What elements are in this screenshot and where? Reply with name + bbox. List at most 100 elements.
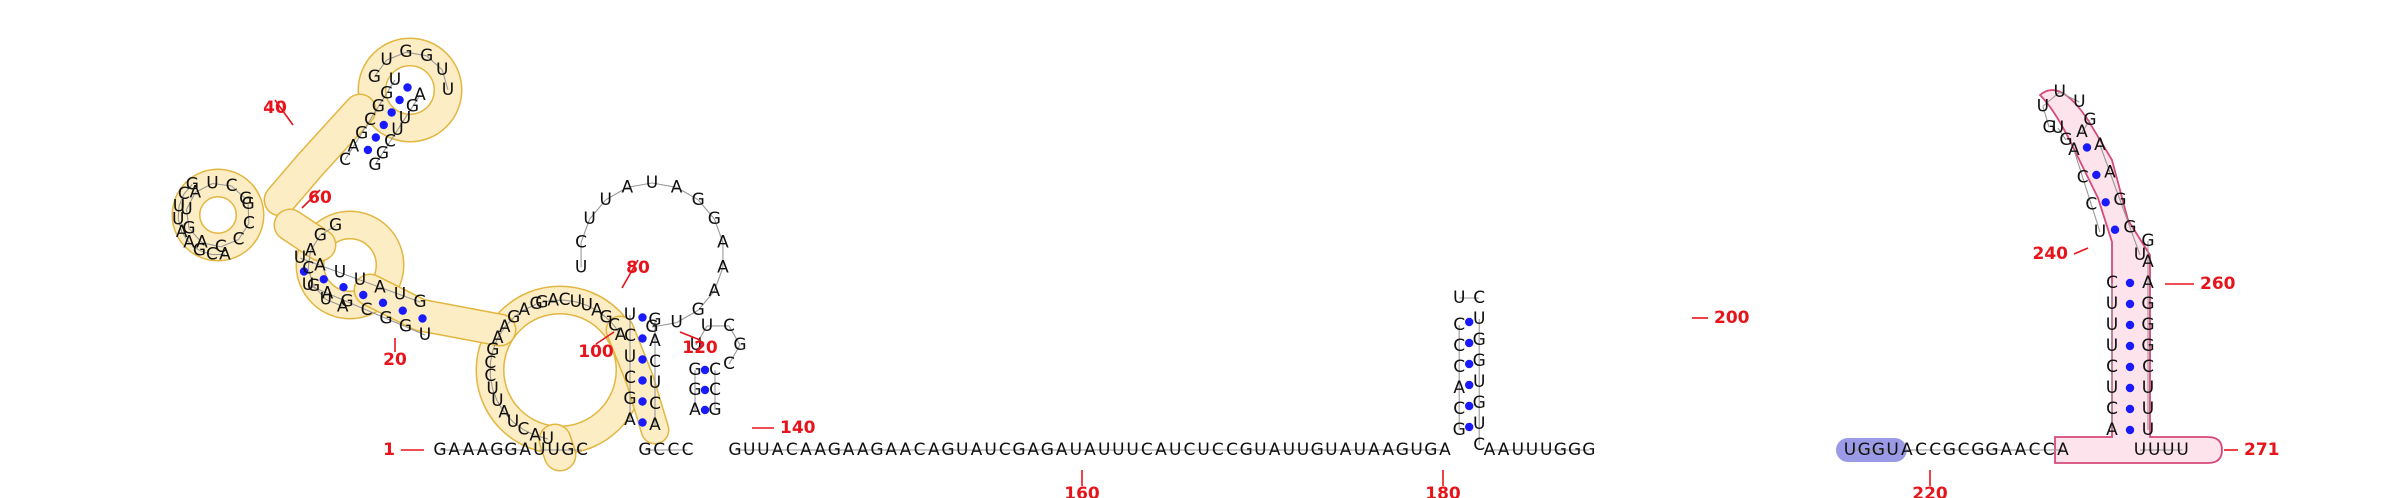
base-pair-dot [700,385,710,395]
linker-nucleotide: C [914,440,926,460]
linker-nucleotide: A [857,440,869,460]
top-loop-nucleotide: G [368,67,381,87]
central-loop-nucleotide-backbone [523,429,536,436]
five-prime-nucleotide: A [448,440,460,460]
spacer-nucleotide: A [2057,440,2069,460]
linker-nucleotide: C [1183,440,1195,460]
base-pair-dot [638,355,647,364]
outer-nucleotide: U [173,196,185,216]
linker-nucleotide: A [971,440,983,460]
outer-nucleotide-backbone [177,206,180,220]
base-pair-dot [1465,422,1474,432]
hairpin-200-nucleotide: A [1453,378,1465,398]
upper-stem-nucleotide: G [372,97,385,117]
central-loop-nucleotide-backbone [524,303,537,311]
base-pair-dot [2125,320,2135,330]
central-loop-nucleotide: A [492,328,504,348]
base-pair-dot [638,418,647,427]
middle-stem-nucleotide-backbone [385,317,406,328]
right-stem-nucleotide: C [624,326,636,346]
left-loop-nucleotide: C [226,176,238,196]
linker-nucleotide: G [1012,440,1025,460]
middle-loop-nucleotide: G [329,216,342,236]
upper-stem-nucleotide-backbone [369,106,379,121]
right-stem-nucleotide: G [623,389,636,409]
big-loop-nucleotide-backbone [676,309,699,324]
base-pair-dot [1465,317,1474,327]
central-loop-nucleotide: A [529,425,541,445]
upper-stem-nucleotide: G [406,97,419,117]
upper-stem-nucleotide: U [399,108,411,128]
base-pair-dot [2101,198,2110,207]
base-pair-dot [638,376,647,385]
hairpin-260-loop-nucleotide: U [2037,96,2049,116]
central-loop-nucleotide: A [547,290,559,310]
position-tick [679,331,701,341]
base-pair-dot [2125,404,2135,414]
linker-nucleotide: G [728,440,741,460]
shade-base [540,425,575,470]
central-loop-nucleotide: C [484,366,496,386]
linker-nucleotide: A [1439,440,1451,460]
central-loop-nucleotide: A [518,300,530,320]
outer-nucleotide: G [186,174,199,194]
central-loop-nucleotide: G [529,294,542,314]
base-pair-dot [638,397,647,406]
spacer-nucleotide: A [1901,440,1913,460]
top-loop-nucleotide-backbone [441,69,449,91]
upper-stem-nucleotide: C [384,132,396,152]
hairpin-260-upper-nucleotide: C [2085,195,2097,215]
left-loop-nucleotide-backbone [238,222,250,240]
hairpin-260-upper-nucleotide: A [2094,135,2106,155]
linker-nucleotide: A [772,440,784,460]
base-pair-dot [387,108,396,117]
linker-nucleotide: G [1424,440,1437,460]
middle-stem-nucleotide: U [394,285,406,305]
linker-nucleotide: G [828,440,841,460]
linker-nucleotide: C [1226,440,1238,460]
central-loop-nucleotide: U [542,429,554,449]
hairpin-260-loop-nucleotide-backbone [2042,106,2050,128]
shade-left-loop [173,170,263,260]
top-loop-nucleotide-backbone [405,51,427,57]
base-pair-dot [2125,341,2135,351]
big-loop-nucleotide-backbone [580,218,591,243]
outer-nucleotide-backbone [177,219,183,233]
hairpin-200-nucleotide: U [1473,372,1485,392]
hairpin-260-nucleotide: C [2106,357,2118,377]
big-loop-nucleotide: G [692,190,705,210]
upper-stem-nucleotide-backbone [382,141,391,154]
linker-nucleotide: A [1269,440,1281,460]
linker-nucleotide: U [1254,440,1266,460]
linker-nucleotide: A [900,440,912,460]
middle-loop-nucleotide-backbone [320,225,336,236]
hairpin-200-nucleotide: U [1473,309,1485,329]
left-loop-nucleotide-backbone [247,204,250,224]
hairpin-260-upper-nucleotide-backbone [2119,199,2131,228]
central-loop-nucleotide: U [491,391,503,411]
position-tick [621,259,639,289]
big-loop-nucleotide: G [692,300,705,320]
hairpin-260-nucleotide: G [2141,336,2154,356]
upper-stem-nucleotide: G [376,143,389,163]
spacer-nucleotide: C [2043,440,2055,460]
base-pair-dot [1465,338,1474,348]
hairpin-260-nucleotide: U [2106,315,2118,335]
position-number-label: 40 [263,98,287,118]
hairpin-260-loop-nucleotide: G [2043,117,2056,137]
upper-stem-nucleotide: C [339,150,351,170]
middle-stem-nucleotide-backbone [399,294,421,303]
middle-loop-nucleotide-backbone [325,298,343,307]
upper-stem-nucleotide-backbone [361,119,371,134]
spacer-nucleotide: G [1985,440,1998,460]
hairpin-260-top-nucleotide-backbone [2081,119,2091,133]
middle-stem-nucleotide: U [354,270,366,290]
five-prime-nucleotide: A [463,440,475,460]
left-loop-nucleotide: U [180,199,192,219]
spacer-nucleotide: G [1943,440,1956,460]
middle-stem-nucleotide: G [399,317,412,337]
hairpin-260-top-nucleotide: A [2076,122,2088,142]
hairpin-260-nucleotide: U [2106,378,2118,398]
spacer-nucleotide: C [1929,440,1941,460]
hairpin-260-loop-nucleotide-backbone [2042,91,2061,107]
